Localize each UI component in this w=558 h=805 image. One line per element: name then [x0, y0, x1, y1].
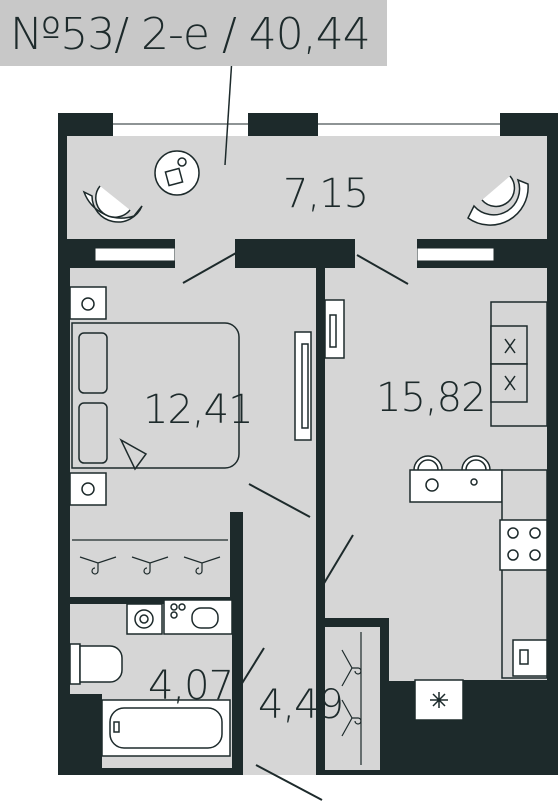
area-label-hall: 4,49: [258, 682, 344, 728]
floor-hall-top: [230, 480, 316, 600]
floor-closet-left: [70, 512, 230, 597]
door-balcony-left: [175, 239, 235, 268]
wall-bath-top: [70, 597, 243, 604]
area-label-living: 15,82: [376, 375, 487, 421]
header-banner: [0, 0, 387, 66]
wall-closet-step: [316, 618, 387, 627]
washing-machine-icon: [126, 603, 163, 635]
wall-closet-left: [230, 512, 243, 597]
bed-icon: [71, 322, 240, 471]
floor-balcony: [67, 136, 547, 239]
area-label-balcony: 7,15: [283, 171, 369, 217]
armchair-icon: [82, 185, 143, 223]
door-swing-icon: [182, 252, 409, 801]
wall-bath-right: [232, 694, 243, 775]
bathtub-icon: [101, 699, 231, 757]
wall-hall-living-lower: [316, 596, 325, 626]
header-leader: [224, 57, 233, 166]
nightstand-icon: [69, 286, 107, 506]
armchair-icon: [467, 175, 529, 226]
wall-living-bottom-left: [325, 770, 389, 775]
windows: [94, 113, 500, 775]
door-balcony-right: [355, 239, 417, 268]
wall-living-bottom: [389, 681, 547, 775]
window-living: [416, 247, 495, 262]
tv-icon: [294, 331, 312, 441]
floor-closet-hall: [327, 627, 387, 772]
wall-bath-bottom-corner: [70, 694, 102, 775]
sink-icon: [512, 639, 548, 677]
area-label-bedroom: 12,41: [143, 387, 254, 433]
dining-table-icon: [409, 455, 503, 503]
toilet-icon: [69, 643, 123, 685]
window-bedroom: [94, 247, 176, 262]
sofa-icon: [490, 301, 548, 427]
wardrobe-hanger-icon: [72, 539, 228, 575]
tv-icon: [324, 299, 345, 359]
wall-closet-right: [380, 618, 389, 775]
sink-icon: [163, 599, 233, 635]
plant-table-icon: [154, 150, 200, 196]
entry-gap: [243, 762, 316, 775]
fridge-icon: [414, 679, 464, 721]
wall-bed-living: [316, 268, 325, 526]
area-label-bath: 4,07: [148, 663, 234, 709]
wardrobe-hanger-icon: [341, 632, 362, 765]
apartment-title: №53/ 2-е / 40,44: [10, 9, 371, 60]
